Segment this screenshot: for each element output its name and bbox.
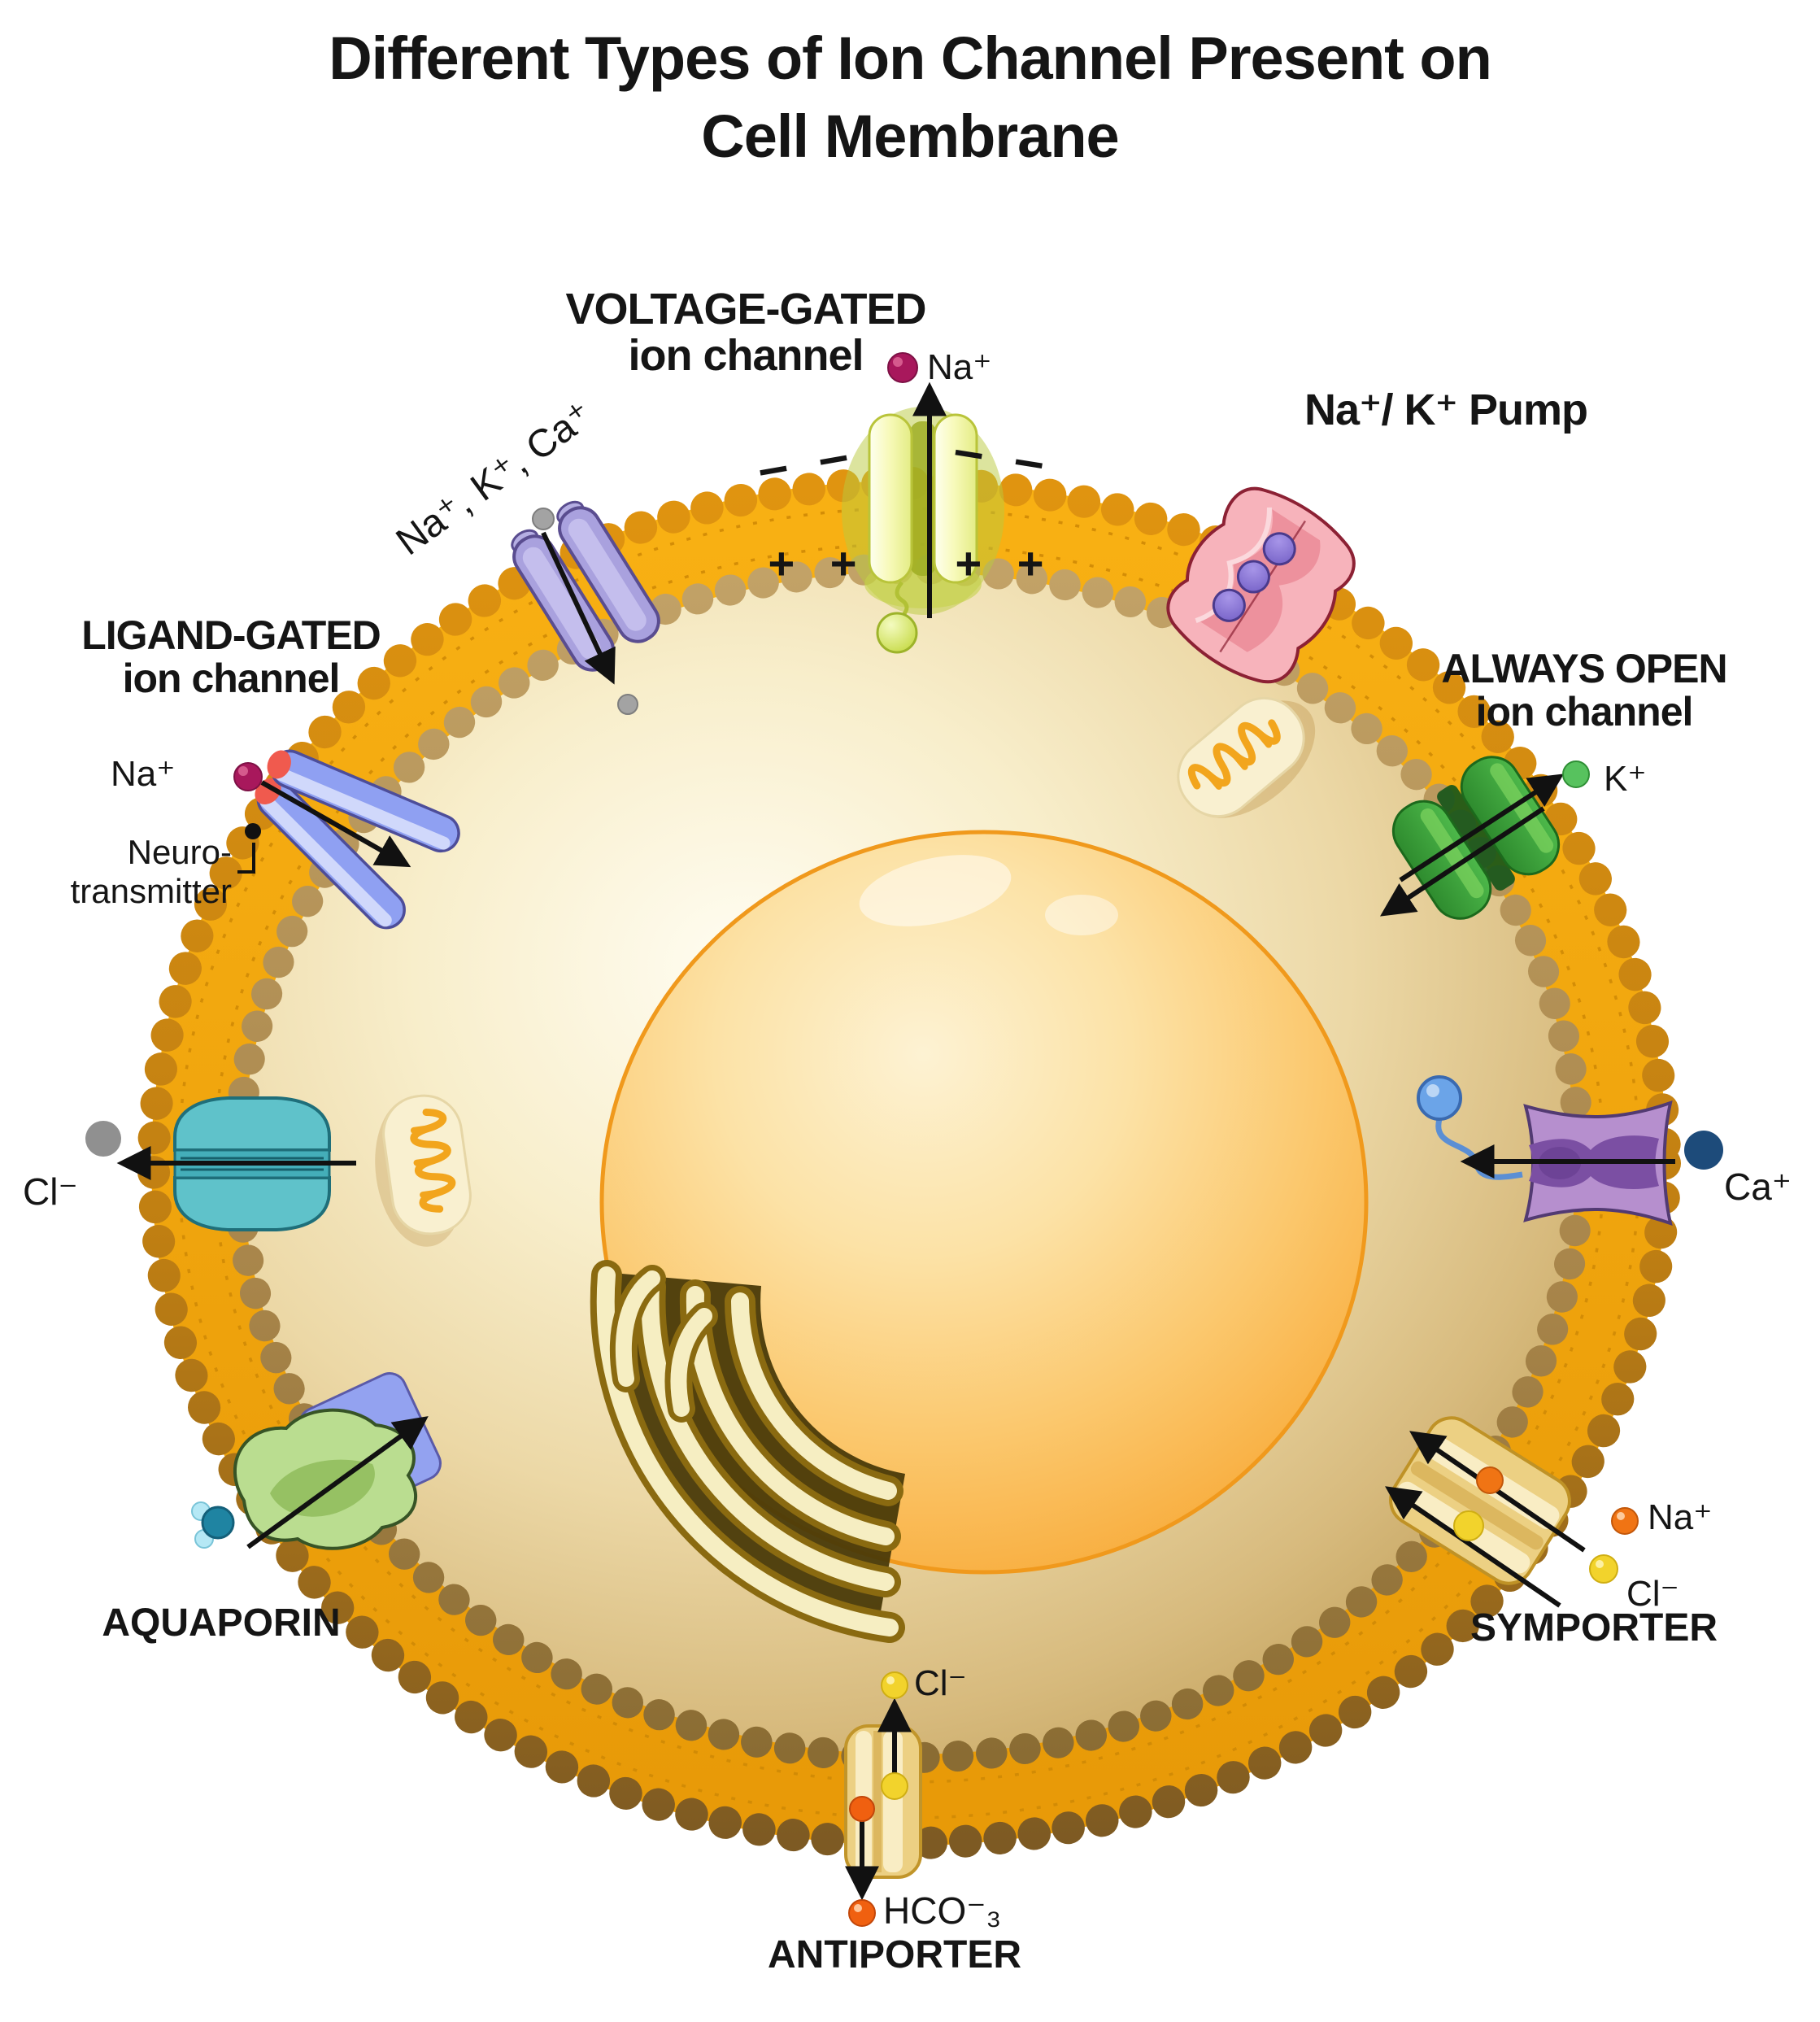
ligand-gated-label-line2: ion channel	[122, 656, 341, 701]
ligand-gated-ion-label: Na⁺	[111, 754, 176, 794]
symporter-cl-label: Cl⁻	[1626, 1574, 1679, 1614]
mitochondrion	[375, 1094, 472, 1247]
hco3-ion-dot	[849, 1796, 875, 1822]
mitochondrion	[1177, 696, 1316, 818]
golgi-apparatus	[590, 1260, 905, 1643]
na-ion-dot	[233, 762, 263, 791]
stretch-gated-channel	[511, 500, 660, 672]
na-k-pump-label: Na⁺/ K⁺ Pump	[1304, 386, 1588, 434]
k-ion-dot	[1562, 760, 1590, 788]
aquaporin-label: AQUAPORIN	[102, 1601, 341, 1645]
na-ion-dot	[887, 352, 918, 383]
ligand-gated-channel	[255, 749, 460, 930]
voltage-gated-ion-label: Na⁺	[927, 347, 992, 387]
antiporter-hco3-label: HCO⁻₃	[883, 1889, 1002, 1932]
symporter-arrow-1	[1409, 1431, 1586, 1553]
inactivation-chain	[895, 581, 909, 618]
stretch-flow-arrow	[541, 531, 616, 685]
always-open-flow-arrow-out	[1399, 774, 1565, 882]
symporter-arrow-2	[1385, 1486, 1561, 1608]
chloride-ion-label: Cl⁻	[23, 1170, 78, 1213]
pump-ion-ball	[1212, 588, 1246, 622]
cl-ion-dot	[881, 1772, 908, 1800]
ligand-flow-arrow	[260, 780, 411, 868]
calcium-ion-label: Ca⁺	[1724, 1166, 1792, 1208]
title-line-1: Different Types of Ion Channel Present o…	[329, 24, 1492, 92]
ca-ion-dot	[1684, 1131, 1723, 1170]
cl-ion-dot	[881, 1671, 908, 1699]
pump-ion-ball	[1262, 532, 1296, 566]
voltage-gated-label-line1: VOLTAGE-GATED	[565, 285, 927, 333]
cl-ion-dot	[1453, 1510, 1484, 1541]
cl-ion-dot	[1589, 1554, 1618, 1584]
neurotransmitter-dot	[245, 823, 261, 839]
hco3-ion-dot	[848, 1899, 876, 1927]
title-line-2: Cell Membrane	[701, 102, 1119, 171]
always-open-label-line1: ALWAYS OPEN	[1441, 646, 1727, 691]
gray-ion-dot	[532, 508, 555, 530]
nucleus-highlight	[1045, 895, 1118, 935]
neurotransmitter-leader-line	[237, 843, 255, 874]
antiporter-cl-label: Cl⁻	[914, 1663, 967, 1703]
always-open-label: ALWAYS OPEN ion channel	[1441, 646, 1727, 734]
membrane-charge-positive-left: + +	[768, 538, 869, 589]
receptor-site	[267, 750, 291, 779]
ligand-gated-label-line1: LIGAND-GATED	[81, 612, 381, 658]
inactivation-ball	[876, 612, 918, 654]
neurotransmitter-label: Neuro- transmitter	[65, 833, 232, 912]
always-open-flow-arrow-in	[1379, 806, 1545, 917]
page-title: Different Types of Ion Channel Present o…	[329, 20, 1492, 176]
channel-ball	[1417, 1075, 1462, 1121]
nucleus-highlight	[859, 855, 1012, 926]
aquaporin	[191, 1372, 442, 1550]
k-ion-label: K⁺	[1604, 759, 1647, 799]
ligand-gated-label: LIGAND-GATED ion channel	[81, 614, 381, 700]
pump-ion-ball	[1236, 560, 1270, 594]
symporter-label: SYMPORTER	[1469, 1606, 1718, 1649]
nucleus	[599, 830, 1369, 1575]
water-molecule	[191, 1501, 235, 1549]
always-open-channel	[1391, 756, 1561, 920]
na-k-pump	[1166, 486, 1356, 684]
always-open-label-line2: ion channel	[1475, 689, 1694, 734]
antiporter-label: ANTIPORTER	[768, 1933, 1021, 1976]
membrane-charge-positive-right: + +	[955, 538, 1056, 589]
cl-ion-dot	[85, 1121, 121, 1157]
neurotransmitter-label-line1: Neuro-	[127, 833, 232, 871]
na-ion-dot	[1611, 1507, 1639, 1535]
gray-ion-dot	[617, 694, 638, 715]
na-ion-dot	[1476, 1466, 1504, 1494]
voltage-gated-label-line2: ion channel	[628, 331, 864, 381]
voltage-gated-label: VOLTAGE-GATED ion channel	[565, 285, 927, 381]
aquaporin-flow-arrow	[246, 1416, 429, 1549]
symporter-na-label: Na⁺	[1648, 1497, 1713, 1537]
neurotransmitter-label-line2: transmitter	[70, 872, 232, 911]
